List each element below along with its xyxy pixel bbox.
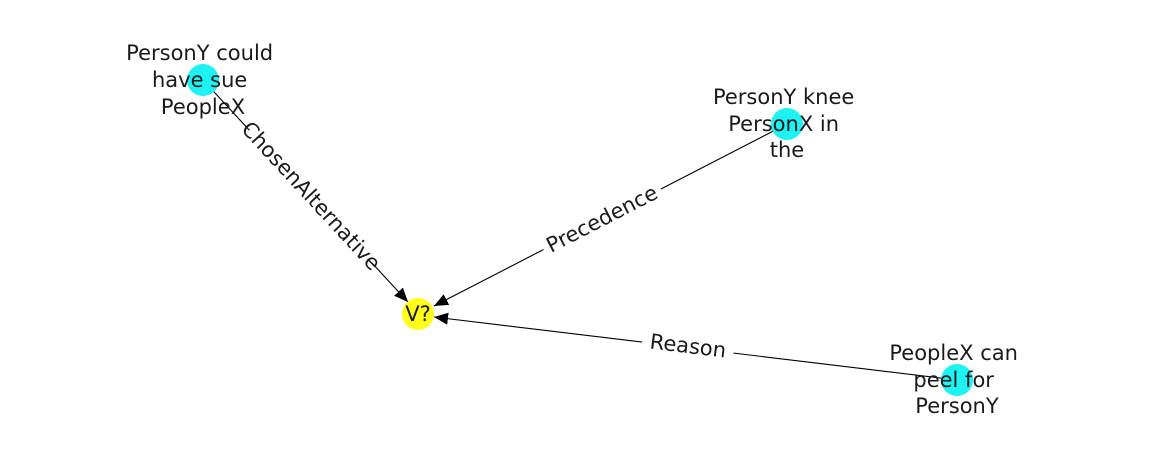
node-label-line: PeopleX can <box>889 341 1018 365</box>
node-label-line: the <box>770 138 804 162</box>
node-label-line: PersonY <box>915 394 999 418</box>
node-label-line: PersonX in <box>728 112 839 136</box>
node-label-line: peel for <box>913 368 994 392</box>
center-node <box>402 298 434 330</box>
node-circle <box>771 108 803 140</box>
node-label: PersonY knee PersonX in the <box>713 85 861 162</box>
node-label-line: PersonY could <box>126 41 273 65</box>
edge-label-group: ChosenAlternative <box>237 117 386 275</box>
edge-label-reason: Reason <box>649 329 728 362</box>
center-node-label: V? <box>405 302 431 326</box>
node-label-line: PersonY knee <box>713 85 854 109</box>
edge-label-group: Reason <box>640 326 736 364</box>
edge-label-group: Precedence <box>536 176 667 260</box>
node-label-line: have sue <box>152 68 247 92</box>
edge-label-chosenalternative: ChosenAlternative <box>237 117 386 275</box>
node-label: PeopleX can peel for PersonY <box>889 341 1024 418</box>
edge-label-precedence: Precedence <box>542 180 661 257</box>
node-circle <box>941 364 973 396</box>
node-circle <box>187 64 219 96</box>
node-label: PersonY could have sue PeopleX <box>126 41 280 119</box>
node-label-line: PeopleX <box>161 95 245 119</box>
